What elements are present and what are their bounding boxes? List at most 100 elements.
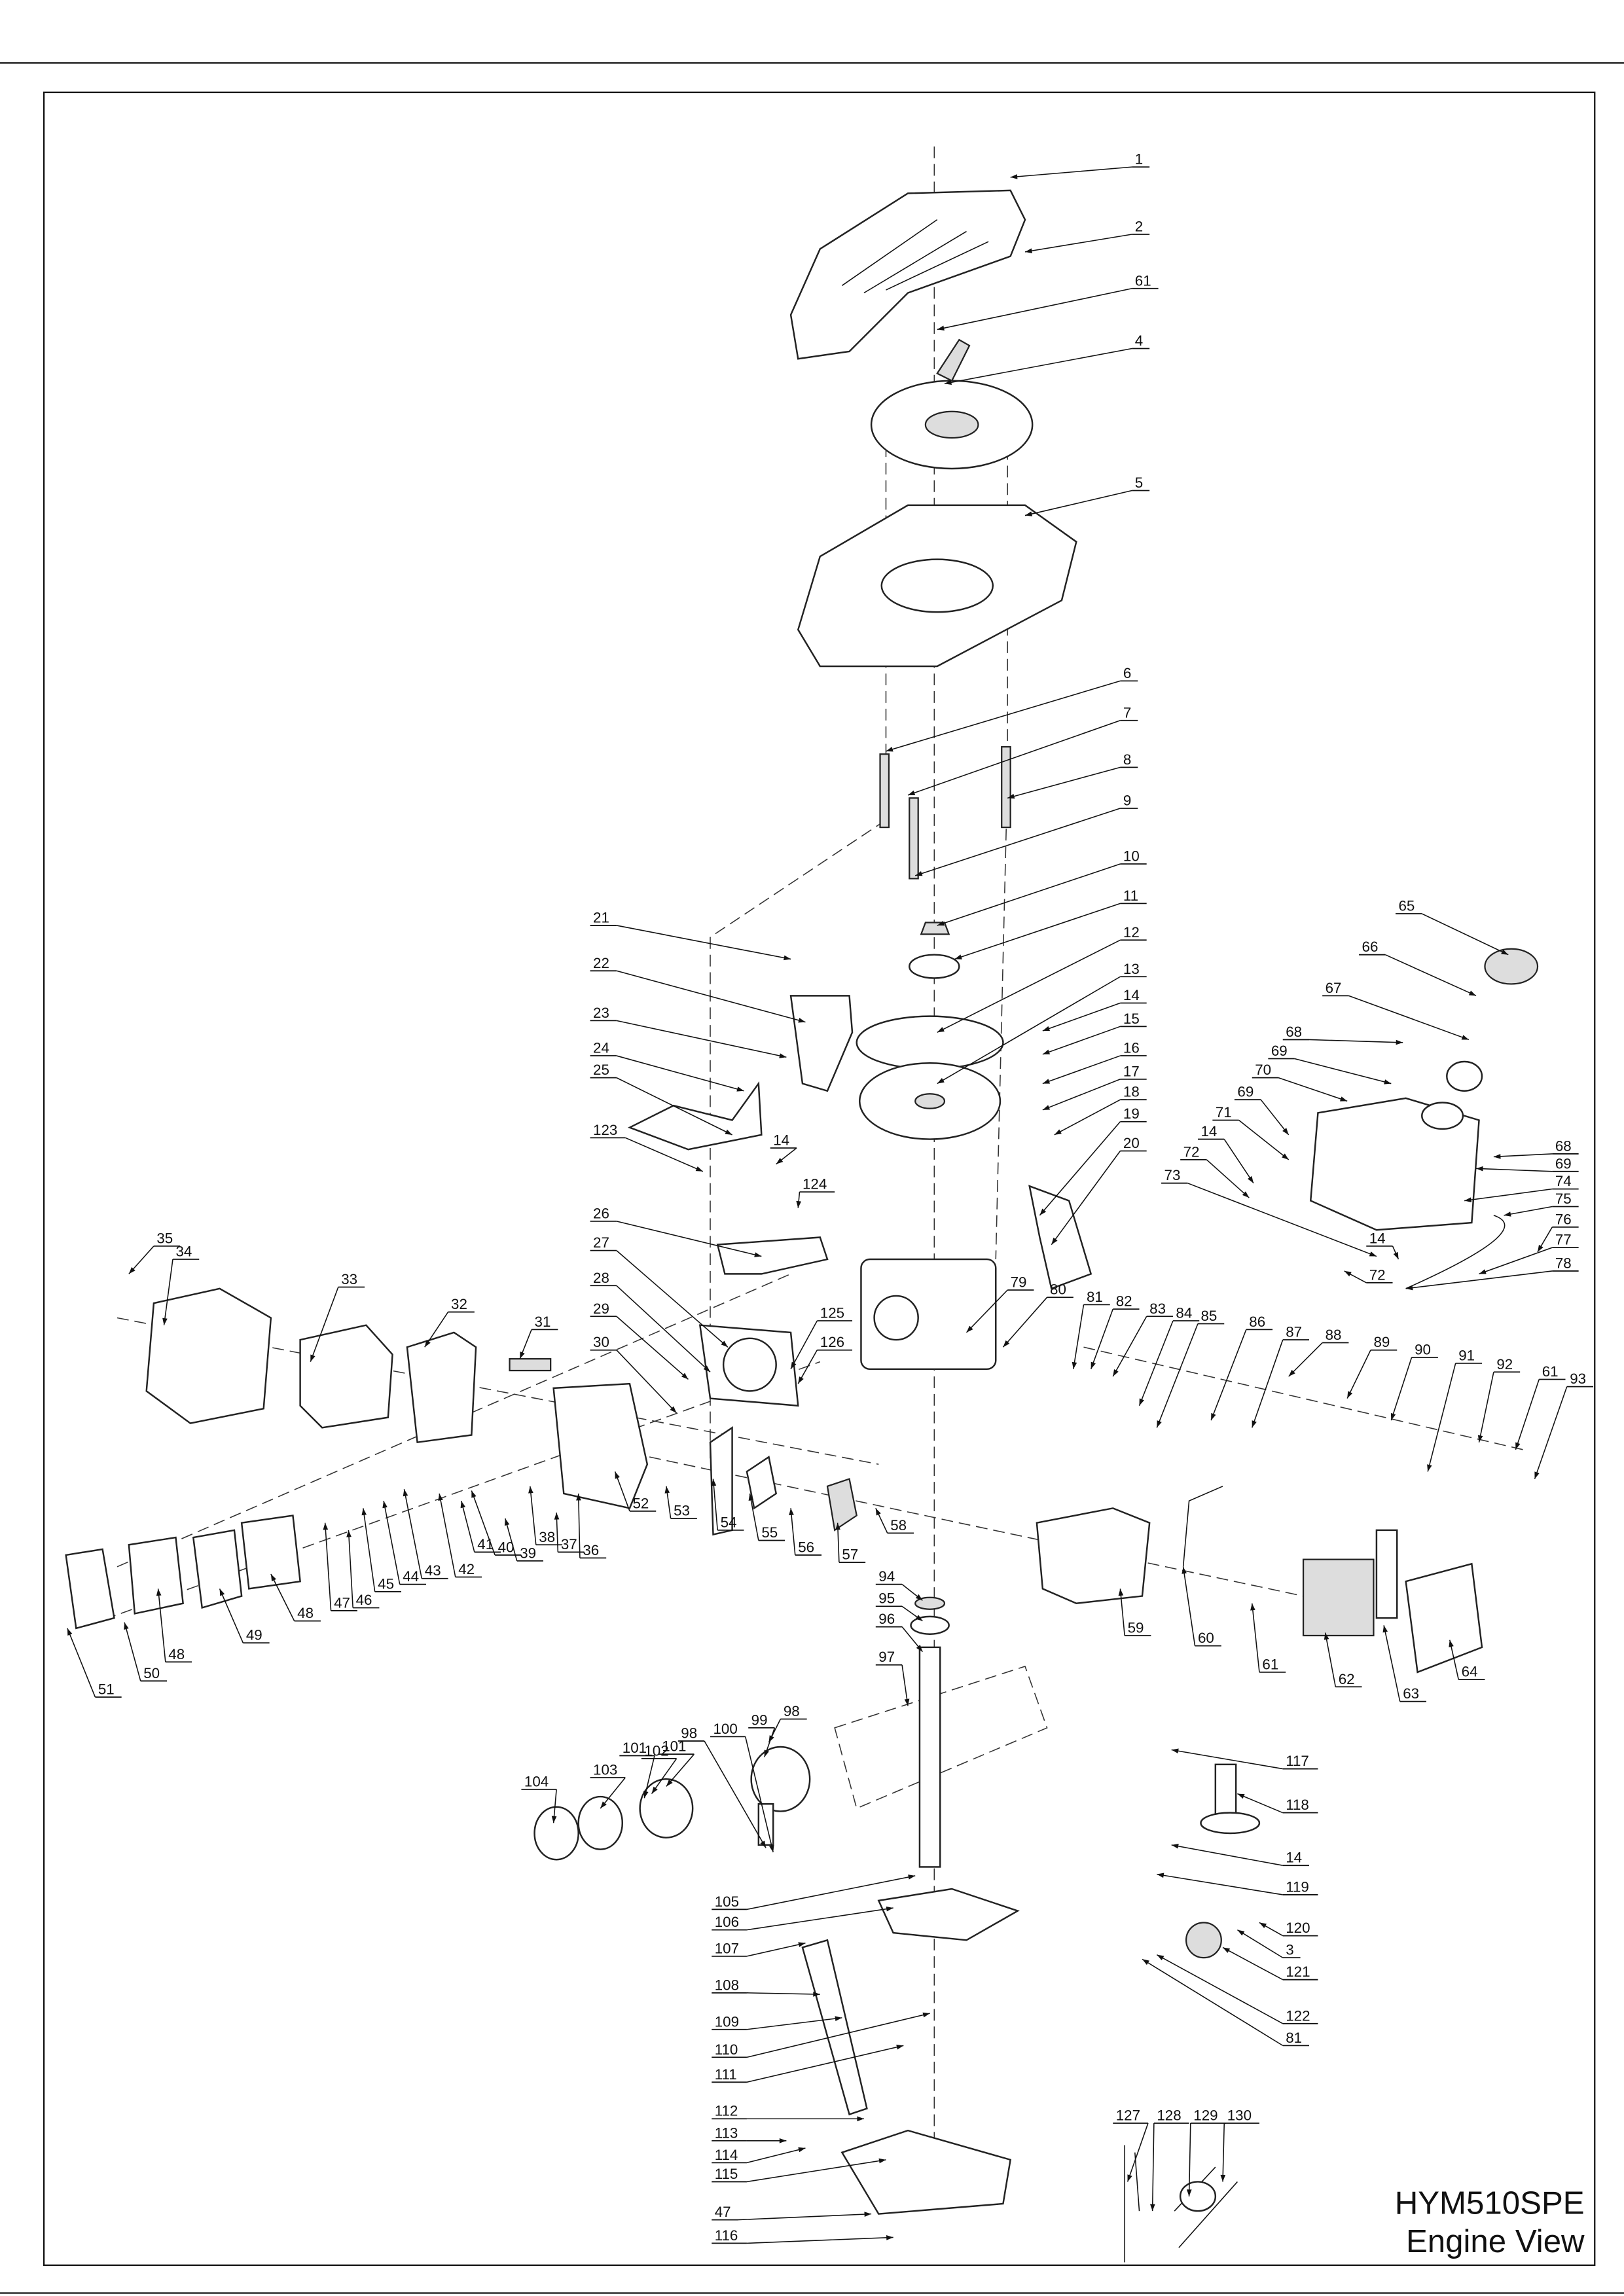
control-bracket <box>716 1236 829 1275</box>
callout-20: 20 <box>1051 1135 1147 1246</box>
leader-line <box>1182 1566 1196 1646</box>
part-number-label: 26 <box>593 1205 609 1221</box>
arrowhead-icon <box>835 1522 840 1530</box>
part-number-label: 111 <box>715 2066 737 2083</box>
arrowhead-icon <box>878 2158 886 2164</box>
arrowhead-icon <box>1157 1420 1162 1428</box>
arrowhead-icon <box>664 1486 670 1494</box>
part-number-label: 97 <box>878 1649 895 1665</box>
part-number-label: 12 <box>1123 924 1140 941</box>
leader-line <box>937 939 1121 1033</box>
arrowhead-icon <box>760 1840 767 1848</box>
leader-line <box>1390 1357 1413 1421</box>
callout-44: 44 <box>382 1501 427 1585</box>
leader-line <box>1260 1099 1290 1136</box>
callout-69: 69 <box>1234 1084 1290 1136</box>
crankshaft <box>918 1646 941 1868</box>
part-number-label: 58 <box>890 1517 907 1534</box>
flywheel-nut <box>920 922 950 935</box>
part-number-label: 24 <box>593 1040 609 1056</box>
leader-line <box>1024 490 1132 516</box>
part-number-label: 96 <box>878 1611 895 1627</box>
callout-92: 92 <box>1477 1356 1521 1443</box>
part-number-label: 11 <box>1123 888 1138 904</box>
leader-line <box>363 1508 376 1592</box>
leader-line <box>1051 1151 1121 1246</box>
callout-70: 70 <box>1252 1062 1348 1102</box>
arrowhead-icon <box>1242 1191 1250 1198</box>
part-number-label: 42 <box>458 1561 475 1577</box>
callout-79: 79 <box>965 1274 1034 1333</box>
arrowhead-icon <box>1010 174 1018 179</box>
callout-90: 90 <box>1390 1341 1438 1421</box>
part-number-label: 119 <box>1286 1878 1309 1895</box>
arrowhead-icon <box>1042 1026 1051 1031</box>
arrowhead-icon <box>1504 1211 1511 1217</box>
leader-line <box>1478 1372 1494 1443</box>
leader-line <box>1383 1625 1401 1702</box>
arrowhead-icon <box>576 1493 581 1501</box>
callout-32: 32 <box>424 1296 475 1348</box>
callout-labels: 1261456789101112131415161718192021222324… <box>67 151 1594 2244</box>
part-number-label: 110 <box>715 2041 738 2058</box>
arrowhead-icon <box>1396 1039 1403 1045</box>
arrowhead-icon <box>916 1645 923 1652</box>
stud-bolt <box>1001 745 1011 829</box>
part-number-label: 86 <box>1249 1314 1265 1330</box>
arrowhead-icon <box>1042 1105 1051 1110</box>
arrowhead-icon <box>1091 1361 1096 1369</box>
leader-line <box>157 1588 166 1662</box>
part-number-label: 76 <box>1555 1211 1572 1227</box>
part-number-label: 70 <box>1255 1062 1271 1078</box>
leader-line <box>616 1285 711 1372</box>
arrowhead-icon <box>798 1018 806 1023</box>
callout-54: 54 <box>711 1479 744 1531</box>
callout-51: 51 <box>67 1628 122 1698</box>
callout-68: 68 <box>1282 1024 1403 1045</box>
leader-line <box>790 1508 796 1556</box>
callout-125: 125 <box>790 1305 853 1370</box>
callout-72: 72 <box>1344 1266 1393 1283</box>
part-number-label: 29 <box>593 1300 609 1317</box>
callout-75: 75 <box>1504 1191 1579 1217</box>
callout-112: 112 <box>712 2103 864 2122</box>
arrowhead-icon <box>721 1340 728 1348</box>
arrowhead-icon <box>219 1588 225 1596</box>
part-number-label: 4 <box>1135 332 1143 349</box>
part-number-label: 16 <box>1123 1040 1140 1056</box>
part-number-label: 50 <box>143 1665 160 1681</box>
callout-14: 14 <box>1197 1123 1254 1184</box>
piston-ring <box>577 1795 624 1850</box>
callout-22: 22 <box>590 955 806 1023</box>
leader-line <box>616 1221 762 1257</box>
leader-line <box>163 1259 173 1325</box>
arrowhead-icon <box>1384 1079 1392 1085</box>
arrowhead-icon <box>681 1372 689 1380</box>
arrowhead-icon <box>904 1698 910 1706</box>
arrowhead-icon <box>1382 1625 1388 1633</box>
part-number-label: 102 <box>644 1742 668 1759</box>
callout-16: 16 <box>1042 1040 1147 1085</box>
part-number-label: 41 <box>477 1536 494 1552</box>
arrowhead-icon <box>1252 1420 1257 1428</box>
part-number-label: 35 <box>156 1230 173 1246</box>
part-number-label: 68 <box>1286 1024 1302 1040</box>
part-number-label: 14 <box>1200 1123 1217 1139</box>
callout-68: 68 <box>1493 1138 1579 1159</box>
arrowhead-icon <box>1007 793 1015 799</box>
callout-41: 41 <box>460 1500 501 1553</box>
leader-line <box>746 2236 893 2244</box>
callout-30: 30 <box>590 1334 677 1414</box>
leader-line <box>746 2147 806 2164</box>
leader-line <box>937 863 1121 926</box>
part-number-label: 108 <box>715 1977 739 1993</box>
part-number-label: 66 <box>1362 939 1379 955</box>
leader-line <box>614 1471 630 1512</box>
leader-line <box>746 2017 842 2030</box>
part-number-label: 9 <box>1123 793 1131 809</box>
callout-67: 67 <box>1322 980 1470 1041</box>
leader-line <box>1405 1270 1553 1289</box>
carburetor-gasket <box>746 1455 778 1510</box>
crank-bearing <box>910 1615 950 1635</box>
callout-3: 3 <box>1236 1929 1301 1959</box>
